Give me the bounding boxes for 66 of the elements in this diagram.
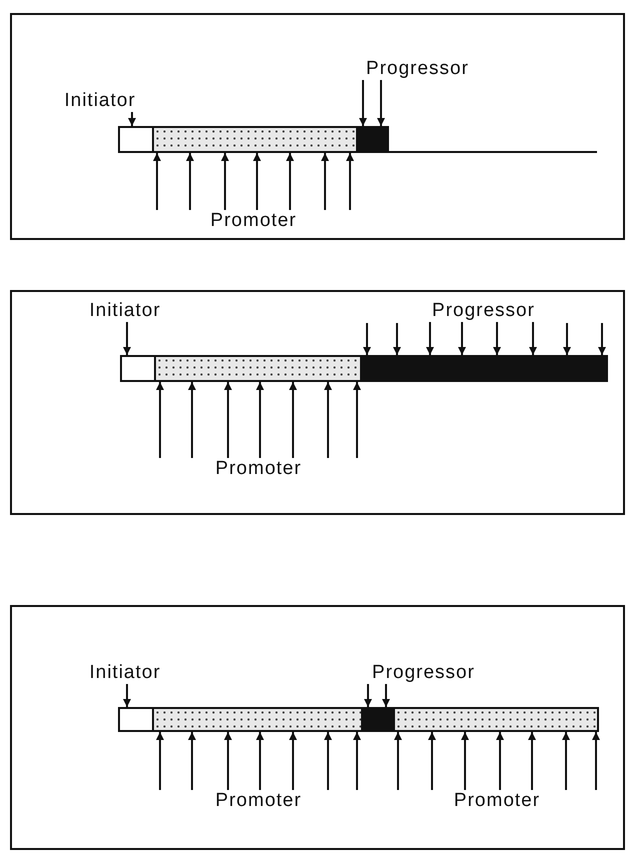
arrow xyxy=(253,153,261,210)
solid-segment xyxy=(356,126,389,153)
arrow xyxy=(321,153,329,210)
dotted-segment xyxy=(154,355,362,382)
arrow xyxy=(186,153,194,210)
agent-label: Progressor xyxy=(360,662,487,684)
arrow xyxy=(364,684,372,707)
arrow xyxy=(592,732,600,790)
arrow xyxy=(562,732,570,790)
arrow xyxy=(224,382,232,458)
stage-panel xyxy=(10,290,625,515)
plain-segment xyxy=(120,355,156,382)
arrow xyxy=(156,732,164,790)
arrow xyxy=(289,732,297,790)
arrow xyxy=(123,684,131,707)
arrow xyxy=(188,732,196,790)
arrow xyxy=(496,732,504,790)
arrow xyxy=(221,153,229,210)
arrow xyxy=(359,80,367,126)
agent-label: Progressor xyxy=(355,300,612,322)
arrow xyxy=(363,323,371,355)
arrow xyxy=(426,322,434,355)
agent-label: Initiator xyxy=(80,300,170,322)
plain-segment xyxy=(118,126,154,153)
solid-segment xyxy=(360,355,608,382)
arrow xyxy=(256,732,264,790)
dotted-segment xyxy=(152,126,358,153)
agent-label: Initiator xyxy=(55,90,145,112)
arrow xyxy=(598,323,606,355)
stage-panel xyxy=(10,13,625,240)
arrow xyxy=(461,732,469,790)
arrow xyxy=(324,732,332,790)
dotted-segment xyxy=(152,707,363,732)
arrow xyxy=(153,153,161,210)
arrow xyxy=(289,382,297,458)
arrow xyxy=(382,684,390,707)
arrow xyxy=(353,382,361,458)
arrow xyxy=(394,732,402,790)
arrow xyxy=(123,322,131,355)
arrow xyxy=(156,382,164,458)
arrow xyxy=(353,732,361,790)
stage-panel xyxy=(10,605,625,850)
arrow xyxy=(224,732,232,790)
plain-segment xyxy=(118,707,154,732)
arrow xyxy=(346,153,354,210)
arrow xyxy=(428,732,436,790)
arrow xyxy=(256,382,264,458)
arrow xyxy=(377,80,385,126)
agent-label: Promoter xyxy=(390,790,604,812)
arrow xyxy=(529,322,537,355)
agent-label: Promoter xyxy=(150,210,357,232)
arrow xyxy=(324,382,332,458)
arrow xyxy=(458,322,466,355)
solid-segment xyxy=(361,707,395,732)
arrow xyxy=(563,323,571,355)
agent-label: Promoter xyxy=(153,458,364,480)
arrow xyxy=(393,323,401,355)
arrow xyxy=(188,382,196,458)
arrow xyxy=(493,322,501,355)
arrow xyxy=(128,112,136,126)
agent-label: Promoter xyxy=(153,790,364,812)
agent-label: Progressor xyxy=(355,58,480,80)
agent-label: Initiator xyxy=(80,662,170,684)
dotted-segment xyxy=(393,707,599,732)
arrow xyxy=(528,732,536,790)
arrow xyxy=(286,153,294,210)
